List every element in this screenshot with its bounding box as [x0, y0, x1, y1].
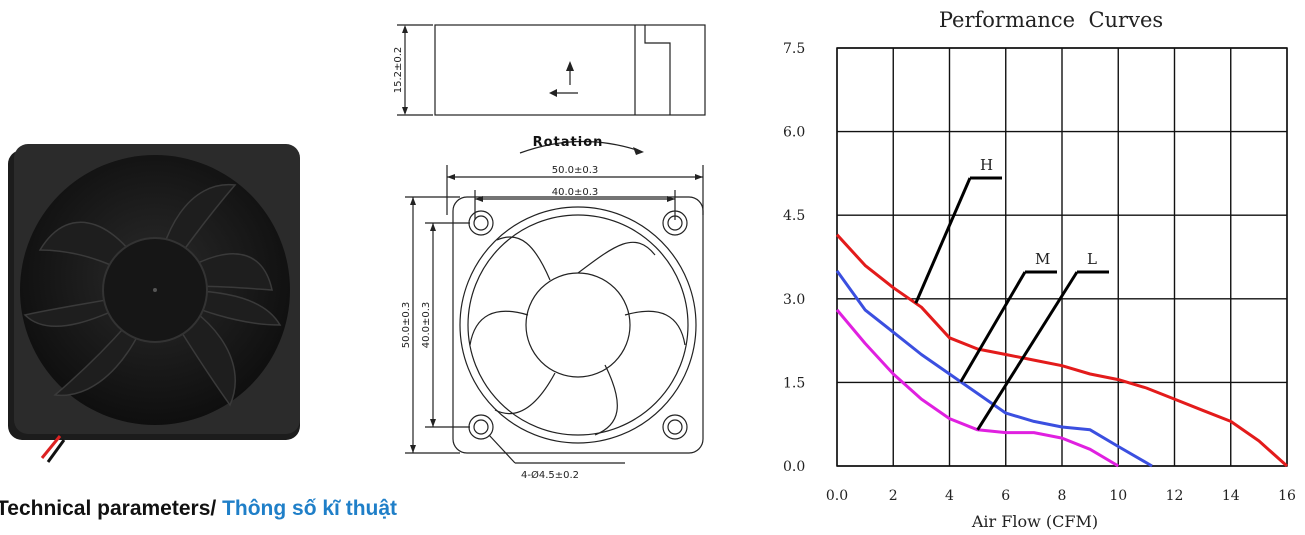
x-tick-label: 6 [1001, 488, 1010, 504]
x-axis-label: Air Flow (CFM) [971, 512, 1098, 531]
x-tick-label: 4 [945, 488, 954, 504]
hole-spec-dimension: 4-Ø4.5±0.2 [521, 469, 579, 481]
chart-title: Performance Curves [939, 8, 1163, 32]
x-tick-label: 12 [1166, 488, 1184, 504]
x-tick-label: 8 [1058, 488, 1067, 504]
hole-pitch-y-dimension: 40.0±0.3 [421, 302, 432, 349]
y-tick-label: 6.0 [783, 125, 805, 141]
thickness-dimension: 15.2±0.2 [393, 47, 404, 94]
y-tick-label: 1.5 [783, 375, 805, 391]
x-tick-label: 16 [1278, 488, 1296, 504]
y-tick-label: 3.0 [783, 292, 805, 308]
series-line-l [835, 308, 1120, 468]
rotation-label: Rotation [533, 135, 604, 150]
technical-drawing: Rotation 15.2±0.2 50.0±0.3 40.0±0.3 50.0… [393, 24, 706, 481]
outer-width-dimension: 50.0±0.3 [552, 165, 599, 176]
annotation-pointer-m [959, 271, 1027, 383]
y-tick-label: 4.5 [783, 208, 805, 224]
x-tick-label: 14 [1222, 488, 1240, 504]
x-tick-label: 0.0 [826, 488, 848, 504]
heading-english: Technical parameters/ [0, 497, 223, 520]
heading-vietnamese: Thông số kĩ thuật [222, 497, 398, 520]
outer-height-dimension: 50.0±0.3 [401, 302, 412, 349]
annotation-label-l: L [1087, 250, 1097, 268]
y-tick-label: 7.5 [783, 41, 805, 57]
annotation-pointer-h [914, 177, 972, 304]
y-tick-label: 0.0 [783, 459, 805, 475]
section-heading: Technical parameters/ Thông số kĩ thuật [0, 497, 397, 521]
performance-chart: Performance Curves Air Flow (CFM) 0.0 2 4 6… [783, 8, 1296, 531]
hole-pitch-x-dimension: 40.0±0.3 [552, 187, 599, 198]
fan-photo [8, 144, 300, 463]
annotation-pointer-l [976, 271, 1079, 431]
annotation-label-m: M [1035, 250, 1050, 268]
series-line-h [835, 233, 1288, 468]
x-tick-label: 10 [1109, 488, 1127, 504]
series-line-m [835, 270, 1153, 468]
annotation-label-h: H [980, 156, 993, 174]
x-tick-label: 2 [889, 488, 898, 504]
